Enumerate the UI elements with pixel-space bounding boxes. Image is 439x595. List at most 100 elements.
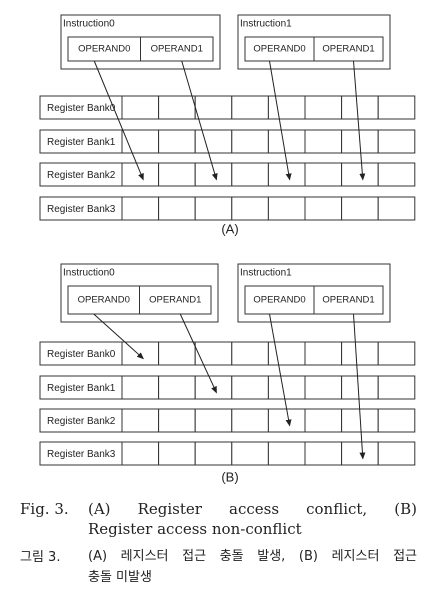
register-cell: [267, 441, 306, 466]
register-cell: [377, 162, 416, 187]
register-cell: [158, 95, 196, 120]
subfigure-label: (A): [221, 221, 238, 236]
register-cell: [158, 129, 196, 154]
register-cell: [231, 408, 269, 433]
bank-label: Register Bank3: [47, 449, 116, 460]
access-arrow: [93, 313, 144, 360]
caption-figure-label: Fig. 3.: [20, 500, 69, 518]
register-cell: [194, 408, 233, 433]
bank-label: Register Bank2: [47, 170, 116, 181]
caption-line-2: Register access non-conflict: [88, 520, 302, 538]
instruction-title: Instruction0: [63, 268, 115, 279]
operand-cell: [139, 285, 212, 315]
operand-cell: [67, 36, 141, 62]
register-bank-row: Register Bank3: [39, 196, 416, 221]
register-cell: [304, 196, 343, 221]
register-cell: [231, 196, 269, 221]
register-cell: [158, 441, 196, 466]
register-bank-row: Register Bank1: [39, 375, 416, 400]
bank-label: Register Bank0: [47, 349, 116, 360]
register-cell: [341, 196, 379, 221]
register-cell: [194, 341, 233, 366]
register-cell: [341, 95, 379, 120]
operand-cell: [313, 285, 384, 315]
register-cell: [194, 95, 233, 120]
operand-label: OPERAND1: [151, 44, 203, 55]
bank-label: Register Bank0: [47, 103, 116, 114]
operand-label: OPERAND1: [322, 44, 374, 55]
access-arrow: [179, 313, 217, 394]
register-cell: [158, 196, 196, 221]
register-cell: [304, 95, 343, 120]
caption-korean-label: 그림 3.: [20, 550, 61, 565]
register-cell: [267, 375, 306, 400]
register-cell: [231, 375, 269, 400]
register-cell: [231, 341, 269, 366]
register-cell: [267, 196, 306, 221]
register-cell: [194, 441, 233, 466]
operand-cell: [313, 36, 384, 62]
register-cell: [194, 129, 233, 154]
register-cell: [267, 408, 306, 433]
access-arrow: [269, 60, 292, 181]
register-cell: [158, 341, 196, 366]
register-cell: [377, 196, 416, 221]
register-cell: [121, 441, 160, 466]
bank-label: Register Bank1: [47, 137, 116, 148]
subfigure-label: (B): [221, 469, 238, 484]
register-cell: [341, 441, 379, 466]
register-cell: [121, 196, 160, 221]
access-arrow: [353, 313, 366, 460]
register-bank-row: Register Bank2: [39, 408, 416, 433]
caption-english: Fig. 3. (A) Register access conflict, (B…: [20, 500, 417, 542]
register-cell: [158, 375, 196, 400]
instruction-title: Instruction0: [63, 19, 115, 30]
register-bank-row: Register Bank3: [39, 441, 416, 466]
operand-label: OPERAND0: [253, 295, 305, 306]
register-cell: [341, 162, 379, 187]
register-cell: [377, 129, 416, 154]
operand-cell: [67, 285, 140, 315]
register-cell: [304, 162, 343, 187]
register-cell: [231, 162, 269, 187]
register-cell: [158, 408, 196, 433]
register-bank-row: Register Bank2: [39, 162, 416, 187]
register-bank-row: Register Bank0: [39, 341, 416, 366]
bank-label: Register Bank1: [47, 383, 116, 394]
instruction-title: Instruction1: [240, 19, 292, 30]
register-cell: [121, 408, 160, 433]
operand-label: OPERAND1: [322, 295, 374, 306]
register-cell: [231, 129, 269, 154]
register-cell: [341, 375, 379, 400]
register-cell: [304, 129, 343, 154]
register-cell: [231, 95, 269, 120]
register-cell: [121, 95, 160, 120]
register-cell: [341, 341, 379, 366]
register-cell: [231, 441, 269, 466]
access-arrow: [181, 60, 218, 181]
access-arrow: [93, 60, 144, 181]
register-bank-row: Register Bank0: [39, 95, 416, 120]
register-cell: [121, 375, 160, 400]
register-bank-row: Register Bank1: [39, 129, 416, 154]
caption-line-1: (A) Register access conflict, (B): [88, 500, 417, 518]
register-cell: [304, 341, 343, 366]
access-arrow: [353, 60, 366, 181]
register-cell: [267, 95, 306, 120]
operand-label: OPERAND0: [78, 295, 130, 306]
register-cell: [304, 375, 343, 400]
operand-cell: [140, 36, 214, 62]
operand-label: OPERAND0: [78, 44, 130, 55]
caption-korean-line-1: (A) 레지스터 접근 충돌 발생, (B) 레지스터 접근: [88, 549, 417, 564]
register-cell: [377, 95, 416, 120]
register-cell: [304, 441, 343, 466]
access-arrow: [269, 313, 292, 427]
register-cell: [194, 375, 233, 400]
